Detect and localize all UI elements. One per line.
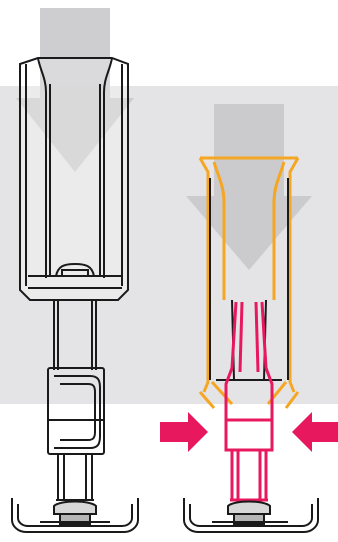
left-outer-sleeve: [19, 57, 129, 301]
left-lower-shaft: [56, 454, 94, 501]
left-base: [11, 498, 139, 533]
left-arrow-icon: [292, 412, 338, 452]
left-clip: [47, 367, 105, 455]
right-arrow-icon: [160, 412, 208, 452]
right-magenta-clip: [224, 301, 274, 502]
down-arrow-icon: [186, 104, 312, 270]
left-plunger: [53, 300, 97, 370]
right-orange-sleeve: [198, 156, 300, 409]
right-base: [183, 498, 319, 533]
